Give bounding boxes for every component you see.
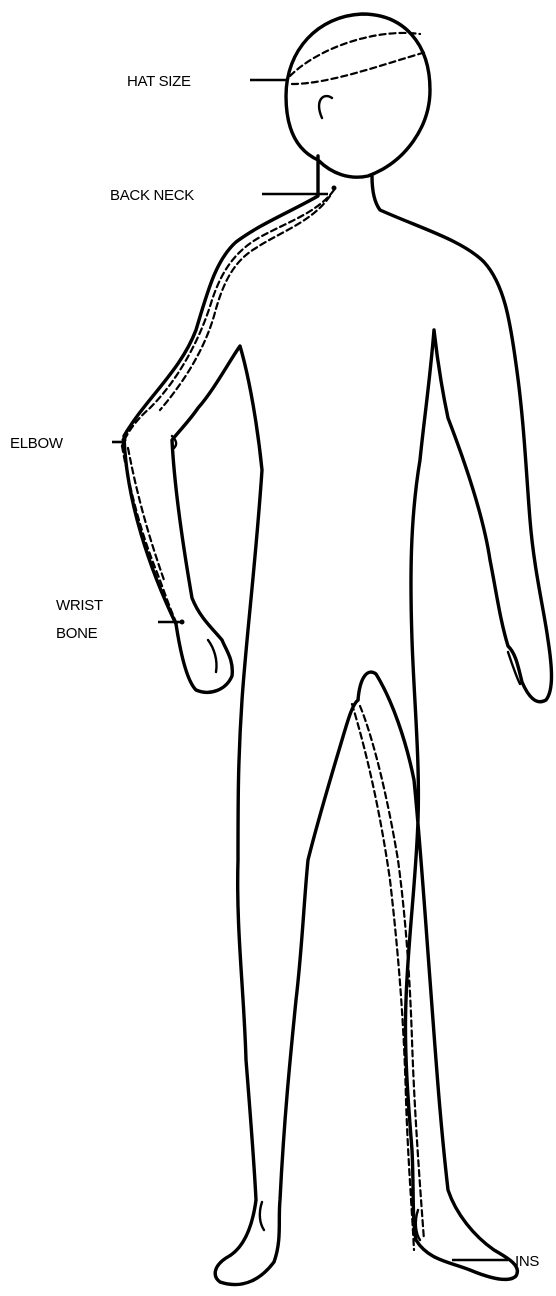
hat-size-measure-line (290, 33, 426, 84)
body-outline (124, 156, 552, 1285)
inseam-label: INS (515, 1253, 539, 1270)
elbow-label: ELBOW (10, 435, 64, 452)
bone-label: BONE (56, 625, 98, 642)
head-outline (286, 14, 430, 177)
wrist-label: WRIST (56, 597, 103, 614)
hat-size-label: HAT SIZE (127, 73, 191, 90)
back-neck-label: BACK NECK (110, 187, 194, 204)
